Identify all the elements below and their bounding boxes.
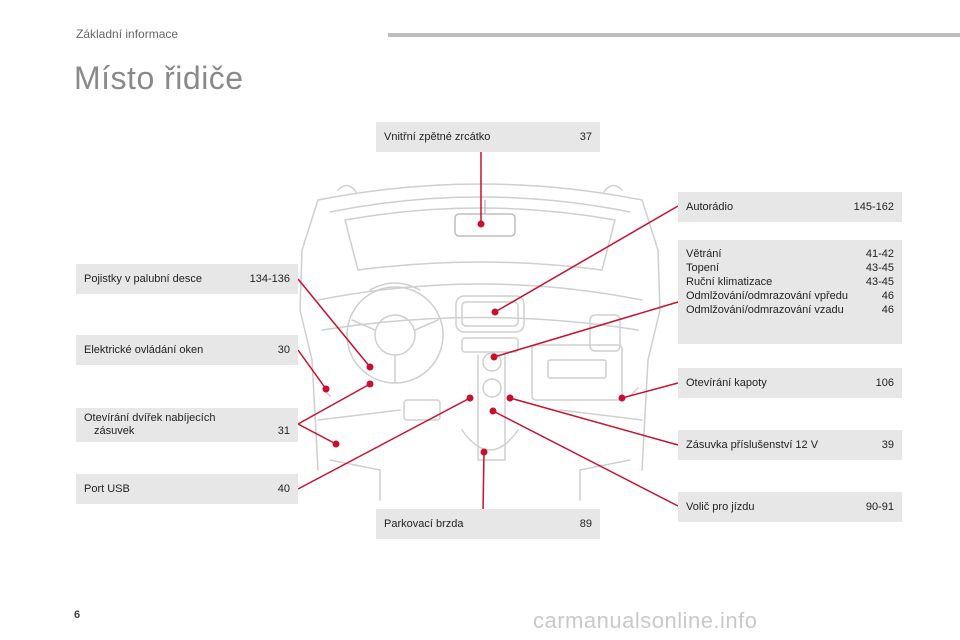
callout-label: Volič pro jízdu [686, 501, 755, 513]
callout-handbrake: Parkovací brzda 89 [376, 509, 600, 539]
callout-fuses: Pojistky v palubní desce 134-136 [76, 264, 298, 294]
callout-label: Zásuvka příslušenství 12 V [686, 439, 819, 451]
climate-page: 46 [881, 304, 894, 316]
callout-page: 40 [277, 483, 290, 495]
callout-usb: Port USB 40 [76, 474, 298, 504]
section-title: Základní informace [76, 27, 179, 41]
climate-page: 43-45 [865, 276, 894, 288]
header-rule [388, 33, 960, 37]
climate-page: 41-42 [865, 248, 894, 260]
callout-page: 134-136 [249, 273, 290, 285]
callout-label: Otevírání dvířek nabíjecích [84, 412, 216, 424]
climate-label: Ruční klimatizace [686, 276, 773, 288]
callout-label: Autorádio [686, 201, 734, 213]
callout-climate: Větrání 41-42 Topení 43-45 Ruční klimatiza… [678, 240, 902, 344]
callout-label: Elektrické ovládání oken [84, 344, 204, 356]
climate-label: Topení [686, 262, 720, 274]
callout-page: 89 [579, 518, 592, 530]
callout-bonnet: Otevírání kapoty 106 [678, 368, 902, 398]
climate-page: 43-45 [865, 262, 894, 274]
callout-charging: Otevírání dvířek nabíjecích zásuvek 31 [76, 408, 298, 442]
callout-page: 39 [881, 439, 894, 451]
callout-label: Vnitřní zpětné zrcátko [384, 131, 491, 143]
callout-label: Port USB [84, 483, 130, 495]
callout-selector: Volič pro jízdu 90-91 [678, 492, 902, 522]
callout-label-cont: zásuvek [94, 425, 135, 437]
climate-label: Větrání [686, 248, 722, 260]
callout-page: 31 [277, 425, 290, 437]
callout-label: Otevírání kapoty [686, 377, 767, 389]
climate-page: 46 [881, 290, 894, 302]
callout-page: 106 [875, 377, 894, 389]
callout-page: 90-91 [865, 501, 894, 513]
climate-label: Odmlžování/odmrazování vpředu [686, 290, 849, 302]
callout-page: 145-162 [853, 201, 894, 213]
page-number: 6 [74, 609, 81, 621]
callout-page: 30 [277, 344, 290, 356]
callout-page: 37 [579, 131, 592, 143]
page-title: Místo řidiče [74, 60, 244, 96]
callout-label: Pojistky v palubní desce [84, 273, 203, 285]
callout-radio: Autorádio 145-162 [678, 192, 902, 222]
callout-socket: Zásuvka příslušenství 12 V 39 [678, 430, 902, 460]
watermark: carmanualsonline.info [533, 608, 758, 633]
callout-mirror: Vnitřní zpětné zrcátko 37 [376, 122, 600, 152]
callout-label: Parkovací brzda [384, 518, 464, 530]
climate-label: Odmlžování/odmrazování vzadu [686, 304, 844, 316]
callout-windows: Elektrické ovládání oken 30 [76, 335, 298, 365]
